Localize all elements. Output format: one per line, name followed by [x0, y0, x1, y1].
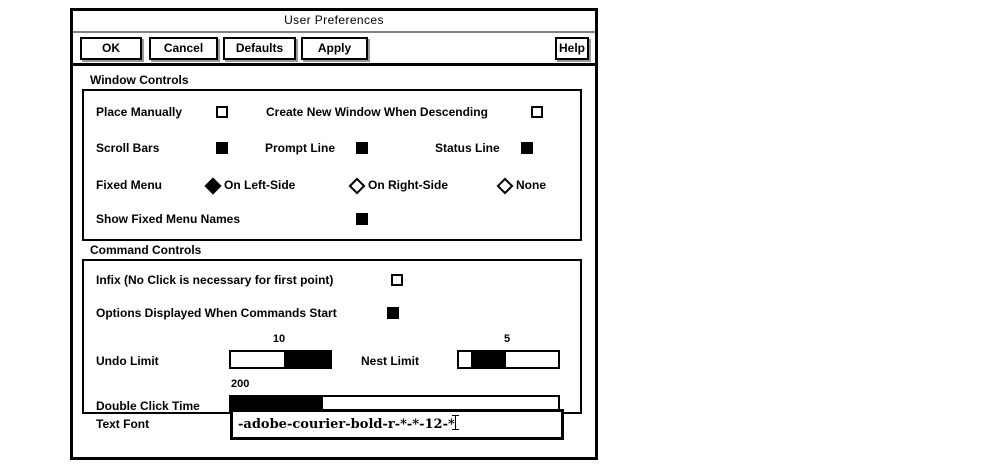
prompt-line-label: Prompt Line	[265, 141, 336, 155]
dialog-button-bar: OK Cancel Defaults Apply Help	[73, 33, 595, 66]
options-displayed-label: Options Displayed When Commands Start	[96, 306, 337, 320]
double-click-time-label: Double Click Time	[96, 399, 200, 413]
status-line-label: Status Line	[435, 141, 500, 155]
undo-limit-slider-thumb[interactable]	[284, 352, 330, 367]
titlebar: User Preferences	[73, 11, 595, 33]
nest-limit-value: 5	[503, 333, 511, 345]
fixed-menu-radio-on-right-side[interactable]	[350, 179, 363, 192]
create-new-window-checkbox[interactable]	[531, 106, 543, 118]
cancel-button[interactable]: Cancel	[149, 37, 218, 60]
place-manually-label: Place Manually	[96, 105, 183, 119]
row-infix: Infix (No Click is necessary for first p…	[84, 269, 580, 291]
show-fixed-menu-names-label: Show Fixed Menu Names	[96, 212, 241, 226]
nest-limit-label: Nest Limit	[361, 354, 420, 368]
nest-limit-slider[interactable]	[457, 350, 560, 369]
nest-limit-slider-thumb[interactable]	[470, 352, 506, 367]
ok-button[interactable]: OK	[80, 37, 142, 60]
apply-button[interactable]: Apply	[301, 37, 368, 60]
undo-limit-slider[interactable]	[229, 350, 332, 369]
row-show-fixed-menu-names: Show Fixed Menu Names	[84, 208, 580, 230]
user-preferences-dialog: User Preferences OK Cancel Defaults Appl…	[70, 8, 598, 460]
double-click-time-slider-thumb[interactable]	[231, 397, 323, 412]
fixed-menu-option-left-label: On Left-Side	[224, 178, 296, 192]
fixed-menu-option-right-label: On Right-Side	[368, 178, 448, 192]
create-new-window-label: Create New Window When Descending	[266, 105, 488, 119]
row-scroll-bars: Scroll Bars Prompt Line Status Line	[84, 137, 580, 159]
fixed-menu-option-none-label: None	[516, 178, 546, 192]
window-controls-group-label: Window Controls	[90, 73, 189, 87]
help-button[interactable]: Help	[555, 37, 589, 60]
options-displayed-checkbox[interactable]	[387, 307, 399, 319]
fixed-menu-radio-none[interactable]	[498, 179, 511, 192]
prompt-line-checkbox[interactable]	[356, 142, 368, 154]
undo-limit-label: Undo Limit	[96, 354, 159, 368]
show-fixed-menu-names-checkbox[interactable]	[356, 213, 368, 225]
defaults-button[interactable]: Defaults	[223, 37, 296, 60]
undo-limit-value: 10	[272, 333, 286, 345]
place-manually-checkbox[interactable]	[216, 106, 228, 118]
text-font-label: Text Font	[96, 417, 150, 431]
text-cursor-icon	[451, 415, 459, 430]
text-font-input[interactable]: -adobe-courier-bold-r-*-*-12-*	[230, 409, 564, 440]
row-options-displayed: Options Displayed When Commands Start	[84, 302, 580, 324]
infix-label: Infix (No Click is necessary for first p…	[96, 273, 334, 287]
infix-checkbox[interactable]	[391, 274, 403, 286]
command-controls-group-label: Command Controls	[90, 243, 202, 257]
fixed-menu-label: Fixed Menu	[96, 178, 163, 192]
row-place-manually: Place Manually Create New Window When De…	[84, 101, 580, 123]
fixed-menu-radio-on-left-side[interactable]	[206, 179, 219, 192]
row-limits: 10 Undo Limit 5 Nest Limit	[84, 333, 580, 373]
status-line-checkbox[interactable]	[521, 142, 533, 154]
command-controls-frame: Infix (No Click is necessary for first p…	[82, 259, 582, 414]
window-controls-group: Window Controls Place Manually Create Ne…	[82, 73, 582, 241]
scroll-bars-checkbox[interactable]	[216, 142, 228, 154]
row-fixed-menu: Fixed Menu On Left-Side On Right-Side No…	[84, 174, 580, 196]
double-click-time-value: 200	[231, 378, 250, 390]
window-controls-frame: Place Manually Create New Window When De…	[82, 89, 582, 241]
command-controls-group: Command Controls Infix (No Click is nece…	[82, 243, 582, 414]
text-font-value: -adobe-courier-bold-r-*-*-12-*	[238, 417, 455, 432]
scroll-bars-label: Scroll Bars	[96, 141, 160, 155]
text-font-row: Text Font -adobe-courier-bold-r-*-*-12-*	[82, 409, 582, 443]
window-title: User Preferences	[284, 13, 384, 27]
